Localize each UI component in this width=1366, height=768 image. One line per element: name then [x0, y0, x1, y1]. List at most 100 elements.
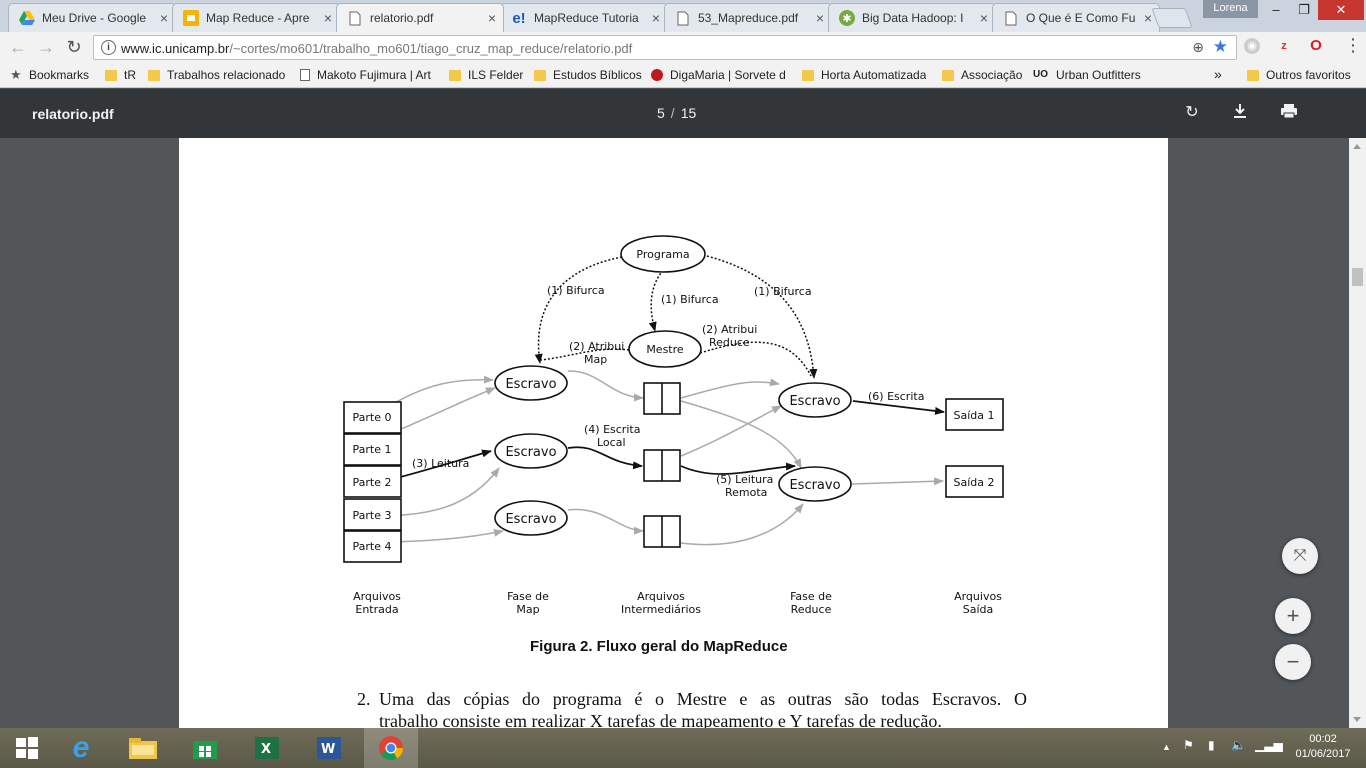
zotero-icon[interactable]: z	[1281, 40, 1287, 52]
flag-icon[interactable]: ⚑	[1183, 738, 1194, 752]
bookmark-digamaria[interactable]: DigaMaria | Sorvete d	[651, 68, 791, 82]
paragraph-line-1: Uma das cópias do programa é o Mestre e …	[379, 689, 1027, 709]
tray-chevron-icon[interactable]: ▲	[1162, 742, 1171, 752]
tab-mapreduce-tutorial[interactable]: e! MapReduce Tutoria ×	[500, 3, 668, 32]
edge-label-leitura: (3) Leitura	[412, 457, 469, 470]
info-icon[interactable]: i	[101, 40, 116, 55]
label-programa: Programa	[636, 248, 689, 261]
tab-relatorio[interactable]: relatorio.pdf ×	[336, 3, 504, 32]
bookmarks-overflow-button[interactable]: »	[1214, 66, 1222, 82]
svg-text:X: X	[261, 742, 271, 757]
bookmark-tr[interactable]: tR	[105, 68, 136, 82]
print-icon[interactable]	[1279, 103, 1299, 123]
tab-close-icon[interactable]: ×	[323, 10, 332, 26]
bookmark-associacao[interactable]: Associação	[942, 68, 1022, 82]
pdf-viewer[interactable]: Programa Mestre Parte 0 Parte 1 Parte 2 …	[0, 138, 1366, 728]
new-tab-button[interactable]	[1151, 8, 1193, 28]
forward-button[interactable]: →	[37, 37, 55, 57]
zoom-in-button[interactable]: +	[1275, 598, 1311, 634]
address-bar[interactable]: i www.ic.unicamp.br/~cortes/mo601/trabal…	[93, 35, 1237, 60]
edge-label-bifurca-mid: (1) Bifurca	[661, 293, 719, 306]
reload-button[interactable]: ↻	[66, 37, 82, 57]
node-escravo-reduce-2	[778, 466, 852, 502]
close-window-button[interactable]: ✕	[1318, 0, 1364, 20]
label-saida-1: Saída 1	[954, 409, 995, 422]
file-explorer-icon[interactable]	[116, 728, 170, 768]
label-parte-3: Parte 3	[353, 509, 392, 522]
scroll-down-arrow[interactable]	[1353, 717, 1361, 722]
system-clock[interactable]: 00:02 01/06/2017	[1295, 733, 1351, 760]
back-button[interactable]: ←	[9, 37, 27, 57]
digamaria-icon	[651, 69, 663, 81]
node-saida-2	[945, 465, 1004, 498]
tab-o-que-e[interactable]: O Que é E Como Fu ×	[992, 3, 1160, 32]
tab-close-icon[interactable]: ×	[487, 10, 496, 26]
signal-icon[interactable]: ▁▃▅	[1255, 738, 1283, 752]
tab-big-data-hadoop[interactable]: ✱ Big Data Hadoop: I ×	[828, 3, 996, 32]
scrollbar[interactable]	[1349, 138, 1366, 728]
column-label-2b: Map	[516, 603, 539, 616]
label-escravo-reduce-2: Escravo	[789, 478, 840, 493]
tab-close-icon[interactable]: ×	[159, 10, 168, 26]
scroll-up-arrow[interactable]	[1353, 144, 1361, 149]
bookmark-trabalhos[interactable]: Trabalhos relacionado	[148, 68, 288, 82]
column-label-4b: Reduce	[791, 603, 832, 616]
internet-explorer-icon[interactable]: e	[72, 731, 90, 764]
bookmark-estudos[interactable]: Estudos Bíblicos	[534, 68, 642, 82]
store-icon[interactable]	[178, 728, 232, 768]
node-programa	[620, 235, 706, 273]
label-parte-2: Parte 2	[353, 476, 392, 489]
star-icon: ★	[10, 68, 22, 82]
column-label-5a: Arquivos	[954, 590, 1002, 603]
bookmark-ils-felder[interactable]: ILS Felder	[449, 68, 523, 82]
page-icon	[300, 69, 310, 81]
opera-icon[interactable]: O	[1310, 37, 1322, 54]
rotate-icon[interactable]: ↻	[1185, 104, 1199, 121]
label-parte-0: Parte 0	[353, 411, 392, 424]
tab-meu-drive[interactable]: Meu Drive - Google ×	[8, 3, 176, 32]
edge-atribui-map	[540, 348, 630, 361]
windows-start-icon[interactable]	[0, 728, 54, 768]
fit-to-page-button[interactable]: ⤧	[1282, 538, 1318, 574]
folder-icon	[148, 70, 160, 81]
list-number: 2.	[357, 689, 371, 709]
bookmark-bookmarks[interactable]: ★Bookmarks	[10, 68, 90, 82]
tab-close-icon[interactable]: ×	[1143, 10, 1152, 26]
edge-label-atribui-reduce-1: (2) Atribui	[702, 323, 757, 336]
mapreduce-flow-diagram: Programa Mestre Parte 0 Parte 1 Parte 2 …	[343, 235, 1004, 616]
chrome-icon[interactable]	[364, 728, 418, 768]
bookmark-star-icon[interactable]: ★	[1212, 37, 1228, 56]
profile-button[interactable]: Lorena	[1203, 0, 1258, 18]
bookmark-horta[interactable]: Horta Automatizada	[802, 68, 926, 82]
bookmark-outros-favoritos[interactable]: Outros favoritos	[1247, 68, 1351, 82]
tab-close-icon[interactable]: ×	[979, 10, 988, 26]
extension-icon[interactable]: ◉	[1244, 38, 1260, 54]
tab-53-mapreduce[interactable]: 53_Mapreduce.pdf ×	[664, 3, 832, 32]
zoom-icon[interactable]: ⊕	[1192, 39, 1204, 55]
url-text: www.ic.unicamp.br/~cortes/mo601/trabalho…	[121, 41, 633, 56]
tab-close-icon[interactable]: ×	[815, 10, 824, 26]
restore-button[interactable]: ❐	[1298, 2, 1310, 17]
folder-icon	[1247, 70, 1259, 81]
page-icon	[675, 10, 691, 26]
battery-icon[interactable]: ▮	[1208, 738, 1215, 752]
tab-close-icon[interactable]: ×	[651, 10, 660, 26]
volume-icon[interactable]: 🔈	[1231, 738, 1246, 752]
page-number-input[interactable]: 5	[657, 105, 665, 121]
download-icon[interactable]	[1230, 103, 1250, 123]
pdf-page: Programa Mestre Parte 0 Parte 1 Parte 2 …	[179, 138, 1168, 728]
chrome-menu-icon[interactable]: ⋮	[1344, 35, 1362, 55]
column-label-3b: Intermediários	[621, 603, 701, 616]
label-parte-4: Parte 4	[353, 540, 392, 553]
slides-icon	[183, 10, 199, 26]
tab-map-reduce[interactable]: Map Reduce - Apre ×	[172, 3, 340, 32]
zoom-out-button[interactable]: −	[1275, 644, 1311, 680]
label-mestre: Mestre	[646, 343, 684, 356]
scrollbar-thumb[interactable]	[1352, 268, 1363, 286]
bookmark-makoto[interactable]: Makoto Fujimura | Art	[300, 68, 435, 82]
excel-icon[interactable]: X	[240, 728, 294, 768]
word-icon[interactable]: W	[302, 728, 356, 768]
minimize-button[interactable]: –	[1272, 2, 1280, 17]
column-label-2a: Fase de	[507, 590, 549, 603]
